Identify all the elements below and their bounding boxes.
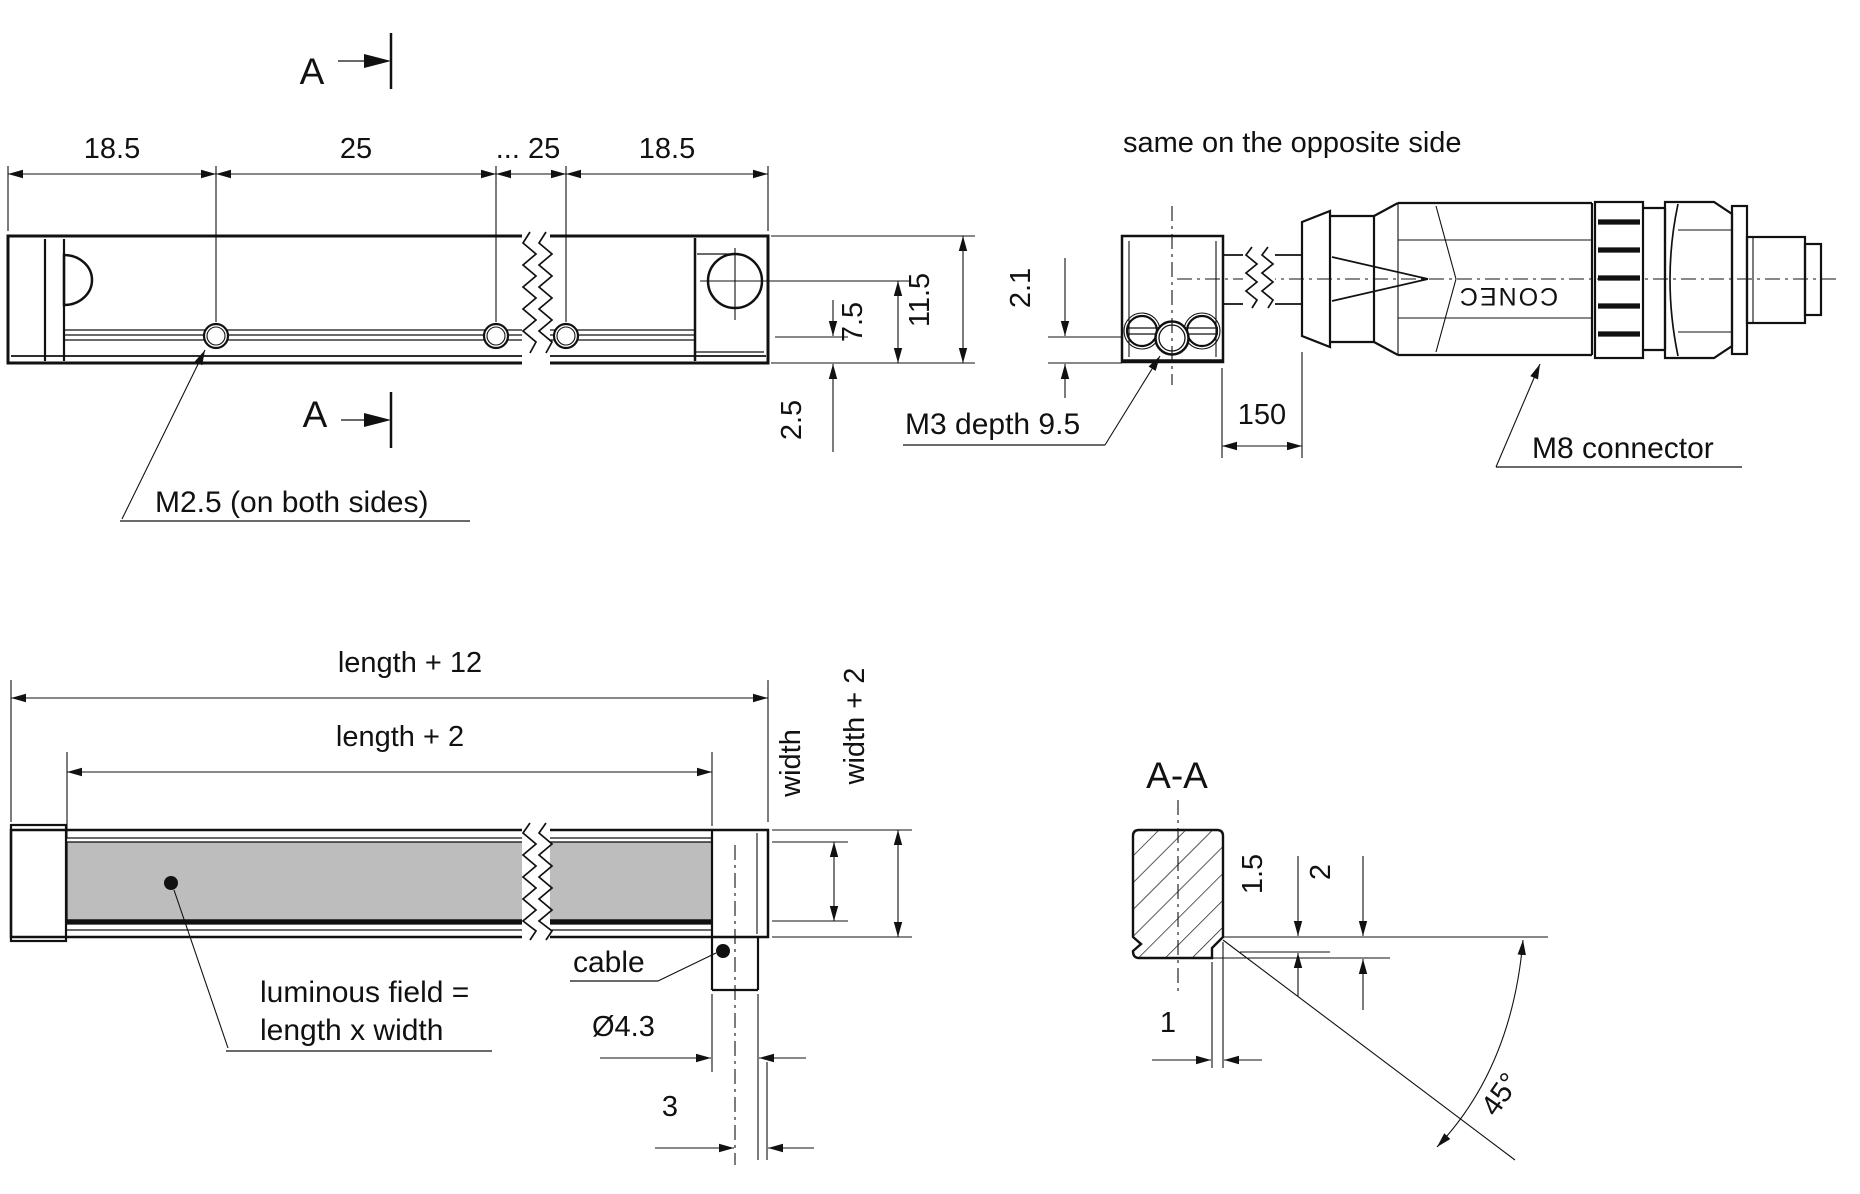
- dim-18-5-right: 18.5: [639, 133, 695, 165]
- chamfer-angle-dimension: 45°: [1222, 939, 1527, 1161]
- section-marker-bottom: A: [303, 392, 393, 448]
- m3-note: M3 depth 9.5: [905, 408, 1080, 441]
- dim-width: width: [775, 729, 807, 798]
- opposite-side-note: same on the opposite side: [1123, 127, 1462, 159]
- m8-callout: M8 connector: [1495, 363, 1742, 468]
- top-dimension-row: 18.5 25 ... 25 18.5: [7, 133, 769, 322]
- dim-2-5: 2.5: [776, 400, 808, 440]
- dim-2-1: 2.1: [1005, 268, 1037, 308]
- land-dimension: 1: [1152, 942, 1262, 1068]
- dim-150: 150: [1238, 399, 1286, 431]
- leader-dot: [164, 876, 178, 890]
- luminous-field-callout: luminous field = length x width: [164, 876, 492, 1052]
- dim-45-deg: 45°: [1475, 1067, 1526, 1121]
- dim-25-break: ... 25: [496, 133, 561, 165]
- bottom-top-view: length + 12 length + 2 width width + 2 l…: [9, 647, 912, 1165]
- hex-nut: [1663, 200, 1734, 360]
- bar-break-bottom: [521, 822, 554, 944]
- top-height-dimensions: 11.5 7.5 2.5: [771, 235, 975, 452]
- dim-width-plus-2: width + 2: [839, 668, 871, 786]
- dim-11-5: 11.5: [904, 273, 936, 327]
- m25-callout: M2.5 (on both sides): [120, 349, 470, 522]
- section-letter-top: A: [300, 51, 325, 92]
- m25-note: M2.5 (on both sides): [155, 486, 428, 519]
- length-dimensions: length + 12 length + 2: [10, 647, 769, 838]
- dim-7-5: 7.5: [837, 302, 869, 342]
- field-note-line2: length x width: [260, 1014, 443, 1047]
- step-dimension: 2: [1305, 856, 1368, 1010]
- dim-18-5-left: 18.5: [84, 133, 140, 165]
- profile-cross-section: [1131, 828, 1225, 960]
- section-a-a: A-A 1.5 2 45° 1: [1131, 755, 1548, 1161]
- dim-length-plus-2: length + 2: [336, 721, 464, 753]
- screw-offset-dimension: 2.1: [1005, 258, 1122, 398]
- section-arrow-icon: [364, 54, 391, 68]
- bar-break: [521, 231, 554, 365]
- end-view-box: [1120, 206, 1225, 385]
- cable-run: [1223, 246, 1302, 312]
- m8-thread-tip: [1745, 235, 1823, 325]
- m8-note: M8 connector: [1532, 432, 1714, 465]
- section-arrow-icon: [364, 413, 391, 427]
- m25-holes: [202, 322, 580, 350]
- width-dimensions: width width + 2: [772, 668, 912, 938]
- m3-callout: M3 depth 9.5: [903, 355, 1161, 446]
- luminous-field-area: [66, 841, 713, 921]
- ribbed-grip-ring: [1593, 200, 1645, 360]
- section-letter-bottom: A: [303, 394, 328, 435]
- field-note-line1: luminous field =: [260, 976, 469, 1009]
- leader-dot: [716, 944, 730, 958]
- m8-connector: CONEC: [1300, 200, 1823, 360]
- dim-cable-offset: 3: [662, 1091, 678, 1123]
- section-title: A-A: [1146, 755, 1208, 796]
- cable-note: cable: [573, 946, 645, 979]
- dim-cable-diameter: Ø4.3: [592, 1011, 655, 1043]
- dim-25: 25: [340, 133, 372, 165]
- cable-length-dimension: 150: [1221, 352, 1303, 458]
- dim-1: 1: [1160, 1007, 1176, 1039]
- profile-bar-outline: [6, 234, 910, 365]
- cable-exit: cable Ø4.3 3: [570, 937, 814, 1160]
- strain-relief-flange: [1300, 209, 1332, 349]
- section-marker-top: A: [300, 33, 393, 92]
- endcap-d-cutout: [62, 253, 94, 307]
- dim-1-5: 1.5: [1237, 854, 1269, 894]
- connector-brand-label: CONEC: [1458, 282, 1558, 310]
- window-depth-dimension: 1.5: [1237, 854, 1303, 996]
- top-side-view: A A: [6, 33, 975, 522]
- dim-length-plus-12: length + 12: [338, 647, 482, 679]
- dim-2: 2: [1305, 864, 1337, 880]
- end-view-and-connector: same on the opposite side 2.1: [903, 127, 1838, 468]
